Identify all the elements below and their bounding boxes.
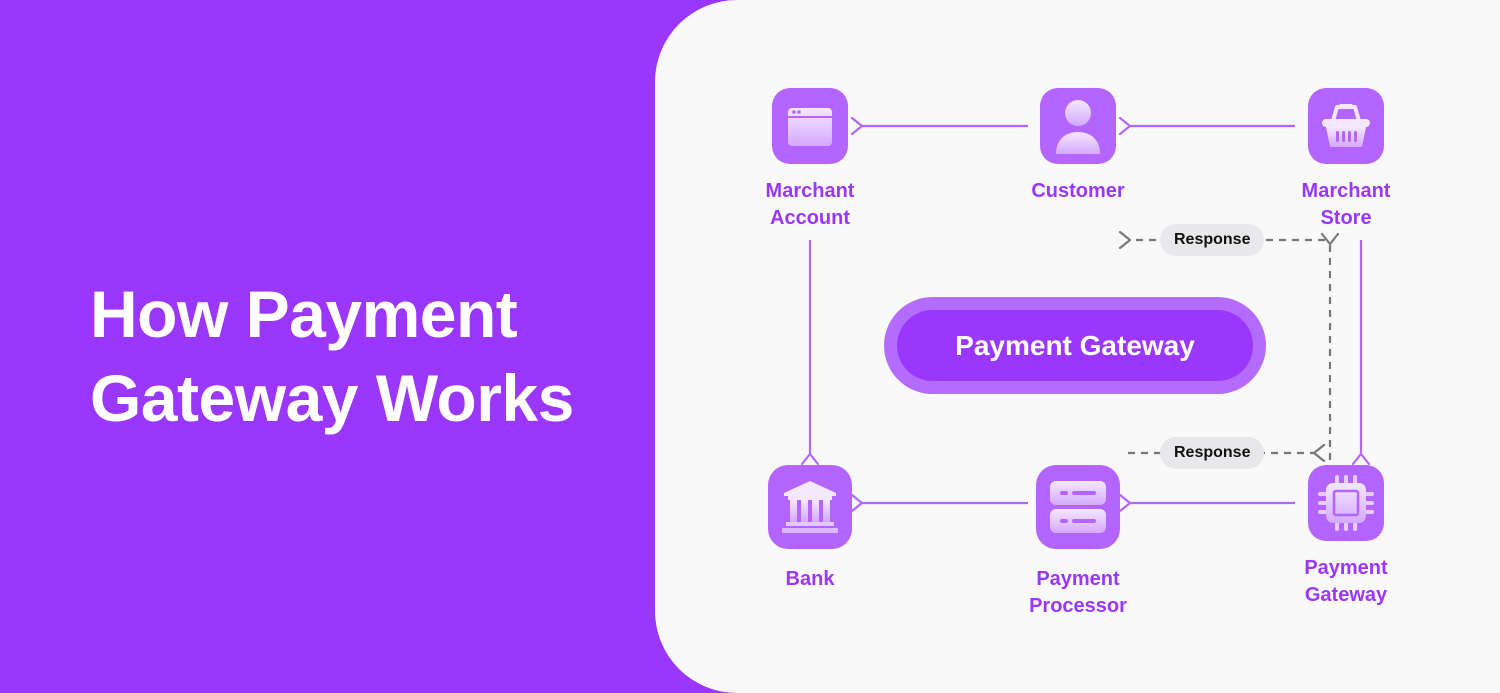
node-customer: Customer (978, 88, 1178, 205)
response-badge-bottom: Response (1160, 437, 1265, 469)
payment-gateway-pill: Payment Gateway (884, 297, 1266, 394)
bank-icon (768, 465, 852, 549)
shopping-basket-icon (1308, 88, 1384, 164)
node-payment-processor: Payment Processor (978, 465, 1178, 620)
node-label: Marchant Account (765, 180, 855, 229)
payment-gateway-pill-label: Payment Gateway (897, 310, 1253, 381)
node-label: Bank (785, 568, 835, 590)
browser-window-icon (772, 88, 848, 164)
response-badge-top: Response (1160, 224, 1265, 256)
node-merchant-account: Marchant Account (710, 88, 910, 232)
node-label: Customer (1031, 180, 1125, 202)
title-line-2: Gateway Works (90, 361, 574, 435)
node-label: Payment Gateway (1304, 557, 1388, 606)
node-label: Marchant Store (1301, 180, 1391, 229)
user-icon (1040, 88, 1116, 164)
title-line-1: How Payment (90, 277, 518, 351)
page-title: How Payment Gateway Works (90, 272, 574, 440)
server-icon (1036, 465, 1120, 549)
node-bank: Bank (710, 465, 910, 593)
node-payment-gateway: Payment Gateway (1246, 465, 1446, 609)
node-label: Payment Processor (1029, 568, 1127, 617)
chip-icon (1308, 465, 1384, 541)
node-merchant-store: Marchant Store (1246, 88, 1446, 232)
